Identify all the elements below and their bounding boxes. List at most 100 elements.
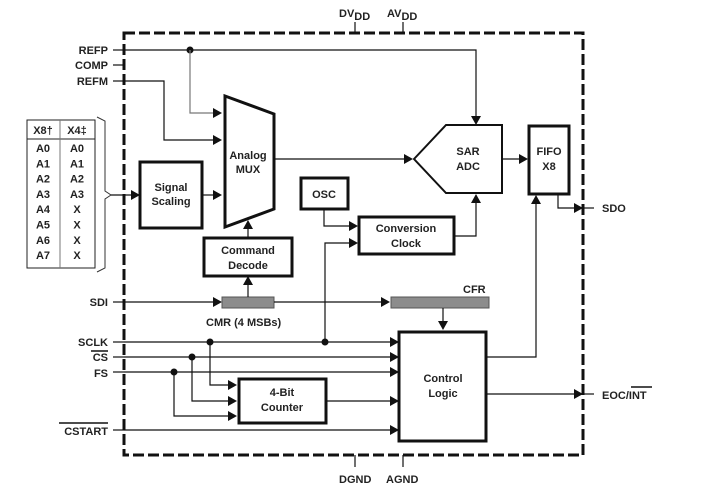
- clock-adc-arrow: [471, 194, 481, 203]
- signal-scaling-label: Signal: [154, 182, 187, 194]
- fifo-sdo-wire: [557, 194, 574, 209]
- sdo-label: SDO: [602, 203, 626, 215]
- refp-mux-wire: [189, 50, 213, 114]
- table-cell-x8: A3: [36, 189, 50, 201]
- cmr-register: [221, 296, 275, 309]
- osc-label: OSC: [312, 189, 336, 201]
- eoc-int-label: EOC/INT: [602, 390, 647, 402]
- fs-label: FS: [94, 368, 108, 380]
- table-cell-x4: X: [73, 250, 81, 262]
- table-header-x8: X8†: [33, 125, 53, 137]
- cs-counter-arrow: [228, 396, 237, 406]
- refp-mux-arrow: [213, 108, 222, 118]
- sar-adc-label-2: ADC: [456, 161, 480, 173]
- table-cell-x8: A5: [36, 220, 50, 232]
- control-fifo-arrow: [531, 195, 541, 204]
- control-logic-label-2: Logic: [428, 388, 457, 400]
- counter-control-arrow: [390, 396, 399, 406]
- table-cell-x4: A2: [70, 174, 84, 186]
- osc-clock-wire: [323, 209, 349, 227]
- adc-fifo-arrow: [519, 154, 528, 164]
- table-cell-x8: A6: [36, 235, 50, 247]
- fs-control-arrow: [390, 367, 399, 377]
- sclk-clock-arrow: [349, 238, 358, 248]
- table-cell-x4: A0: [70, 143, 84, 155]
- sclk-control-arrow: [390, 337, 399, 347]
- sar-adc-label: SAR: [456, 146, 479, 158]
- osc-block: [299, 176, 350, 211]
- cfr-label: CFR: [463, 284, 486, 296]
- chip-boundary: [122, 31, 585, 457]
- fifo-block: [527, 124, 571, 196]
- refm-mux-arrow: [213, 135, 222, 145]
- conversion-clock-label-2: Clock: [391, 238, 422, 250]
- signal-scaling-block: [138, 160, 204, 230]
- table-cell-x8: A2: [36, 174, 50, 186]
- table-cell-x8: A0: [36, 143, 50, 155]
- table-cell-x8: A1: [36, 158, 50, 170]
- cstart-label: CSTART: [64, 426, 108, 438]
- fs-counter-arrow: [228, 411, 237, 421]
- control-fifo-wire: [486, 203, 537, 358]
- sclk-clock-wire: [324, 242, 349, 342]
- table-cell-x4: X: [73, 220, 81, 232]
- control-logic-label: Control: [423, 373, 462, 385]
- cmr-cfr-arrow: [381, 297, 390, 307]
- fifo-label-2: X8: [542, 161, 555, 173]
- sdi-label: SDI: [90, 297, 108, 309]
- counter-block: [237, 377, 328, 425]
- sclk-junction-clock: [321, 338, 329, 346]
- cs-counter-wire: [191, 357, 228, 402]
- clock-adc-wire: [454, 202, 477, 237]
- refp-wire: [124, 49, 477, 116]
- agnd-label: AGND: [386, 474, 418, 486]
- table-cell-x8: A7: [36, 250, 50, 262]
- cs-control-arrow: [390, 352, 399, 362]
- refp-label: REFP: [79, 45, 108, 57]
- command-decode-label-2: Decode: [228, 260, 268, 272]
- sar-adc-block: [412, 124, 503, 194]
- input-brace: [96, 116, 112, 273]
- analog-mux-block: [223, 93, 276, 230]
- avdd-label: AVDD: [387, 8, 417, 23]
- comp-label: COMP: [75, 60, 108, 72]
- signal-scaling-label-2: Scaling: [151, 196, 190, 208]
- cmr-decode-arrow: [243, 276, 253, 285]
- refm-wire: [124, 80, 213, 141]
- cstart-control-arrow: [390, 425, 399, 435]
- counter-label-2: Counter: [261, 402, 304, 414]
- sclk-counter-wire: [209, 342, 228, 386]
- table-cell-x4: X: [73, 235, 81, 247]
- dvdd-label: DVDD: [339, 8, 370, 23]
- cfr-control-arrow: [438, 321, 448, 330]
- command-decode-label: Command: [221, 245, 275, 257]
- cs-label: CS: [93, 352, 108, 364]
- sclk-label: SCLK: [78, 337, 108, 349]
- dgnd-label: DGND: [339, 474, 371, 486]
- fifo-label: FIFO: [536, 146, 561, 158]
- counter-label: 4-Bit: [270, 387, 295, 399]
- refm-label: REFM: [77, 76, 108, 88]
- table-header-x4: X4‡: [67, 125, 87, 137]
- scaling-mux-arrow: [213, 190, 222, 200]
- sdo-arrow: [574, 203, 583, 213]
- mux-adc-arrow: [404, 154, 413, 164]
- table-cell-x4: X: [73, 204, 81, 216]
- cfr-register: [390, 296, 490, 309]
- sdi-cmr-arrow: [213, 297, 222, 307]
- table-cell-x8: A4: [36, 204, 51, 216]
- table-cell-x4: A3: [70, 189, 84, 201]
- control-logic-block: [397, 330, 488, 443]
- analog-mux-label-2: MUX: [236, 164, 261, 176]
- conversion-clock-label: Conversion: [376, 223, 437, 235]
- eoc-arrow: [574, 389, 583, 399]
- osc-clock-arrow: [349, 221, 358, 231]
- refp-arrow: [471, 116, 481, 125]
- sclk-counter-arrow: [228, 380, 237, 390]
- cmr-label: CMR (4 MSBs): [206, 317, 282, 329]
- decode-mux-arrow: [243, 220, 253, 229]
- fs-counter-wire: [173, 372, 228, 417]
- scaling-in-arrow: [131, 190, 140, 200]
